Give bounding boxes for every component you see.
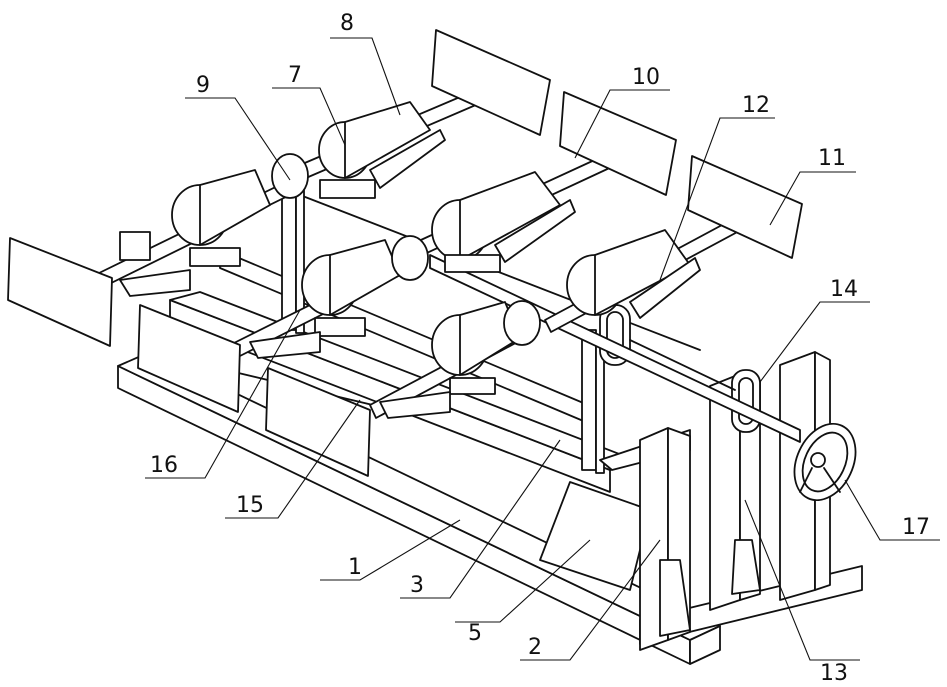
label-14: 14 xyxy=(830,277,858,302)
label-2: 2 xyxy=(528,635,542,660)
front-support xyxy=(640,428,690,650)
roller-assembly-back-1 xyxy=(300,30,550,198)
label-5: 5 xyxy=(468,621,482,646)
label-16: 16 xyxy=(150,453,178,478)
label-9: 9 xyxy=(196,73,210,98)
belt-pulleys xyxy=(600,305,760,432)
label-7: 7 xyxy=(288,63,302,88)
label-12: 12 xyxy=(742,93,770,118)
label-13: 13 xyxy=(820,661,848,686)
label-10: 10 xyxy=(632,65,660,90)
label-11: 11 xyxy=(818,146,846,171)
label-15: 15 xyxy=(236,493,264,518)
label-1: 1 xyxy=(348,555,362,580)
label-8: 8 xyxy=(340,11,354,36)
label-17: 17 xyxy=(902,515,930,540)
label-3: 3 xyxy=(410,573,424,598)
